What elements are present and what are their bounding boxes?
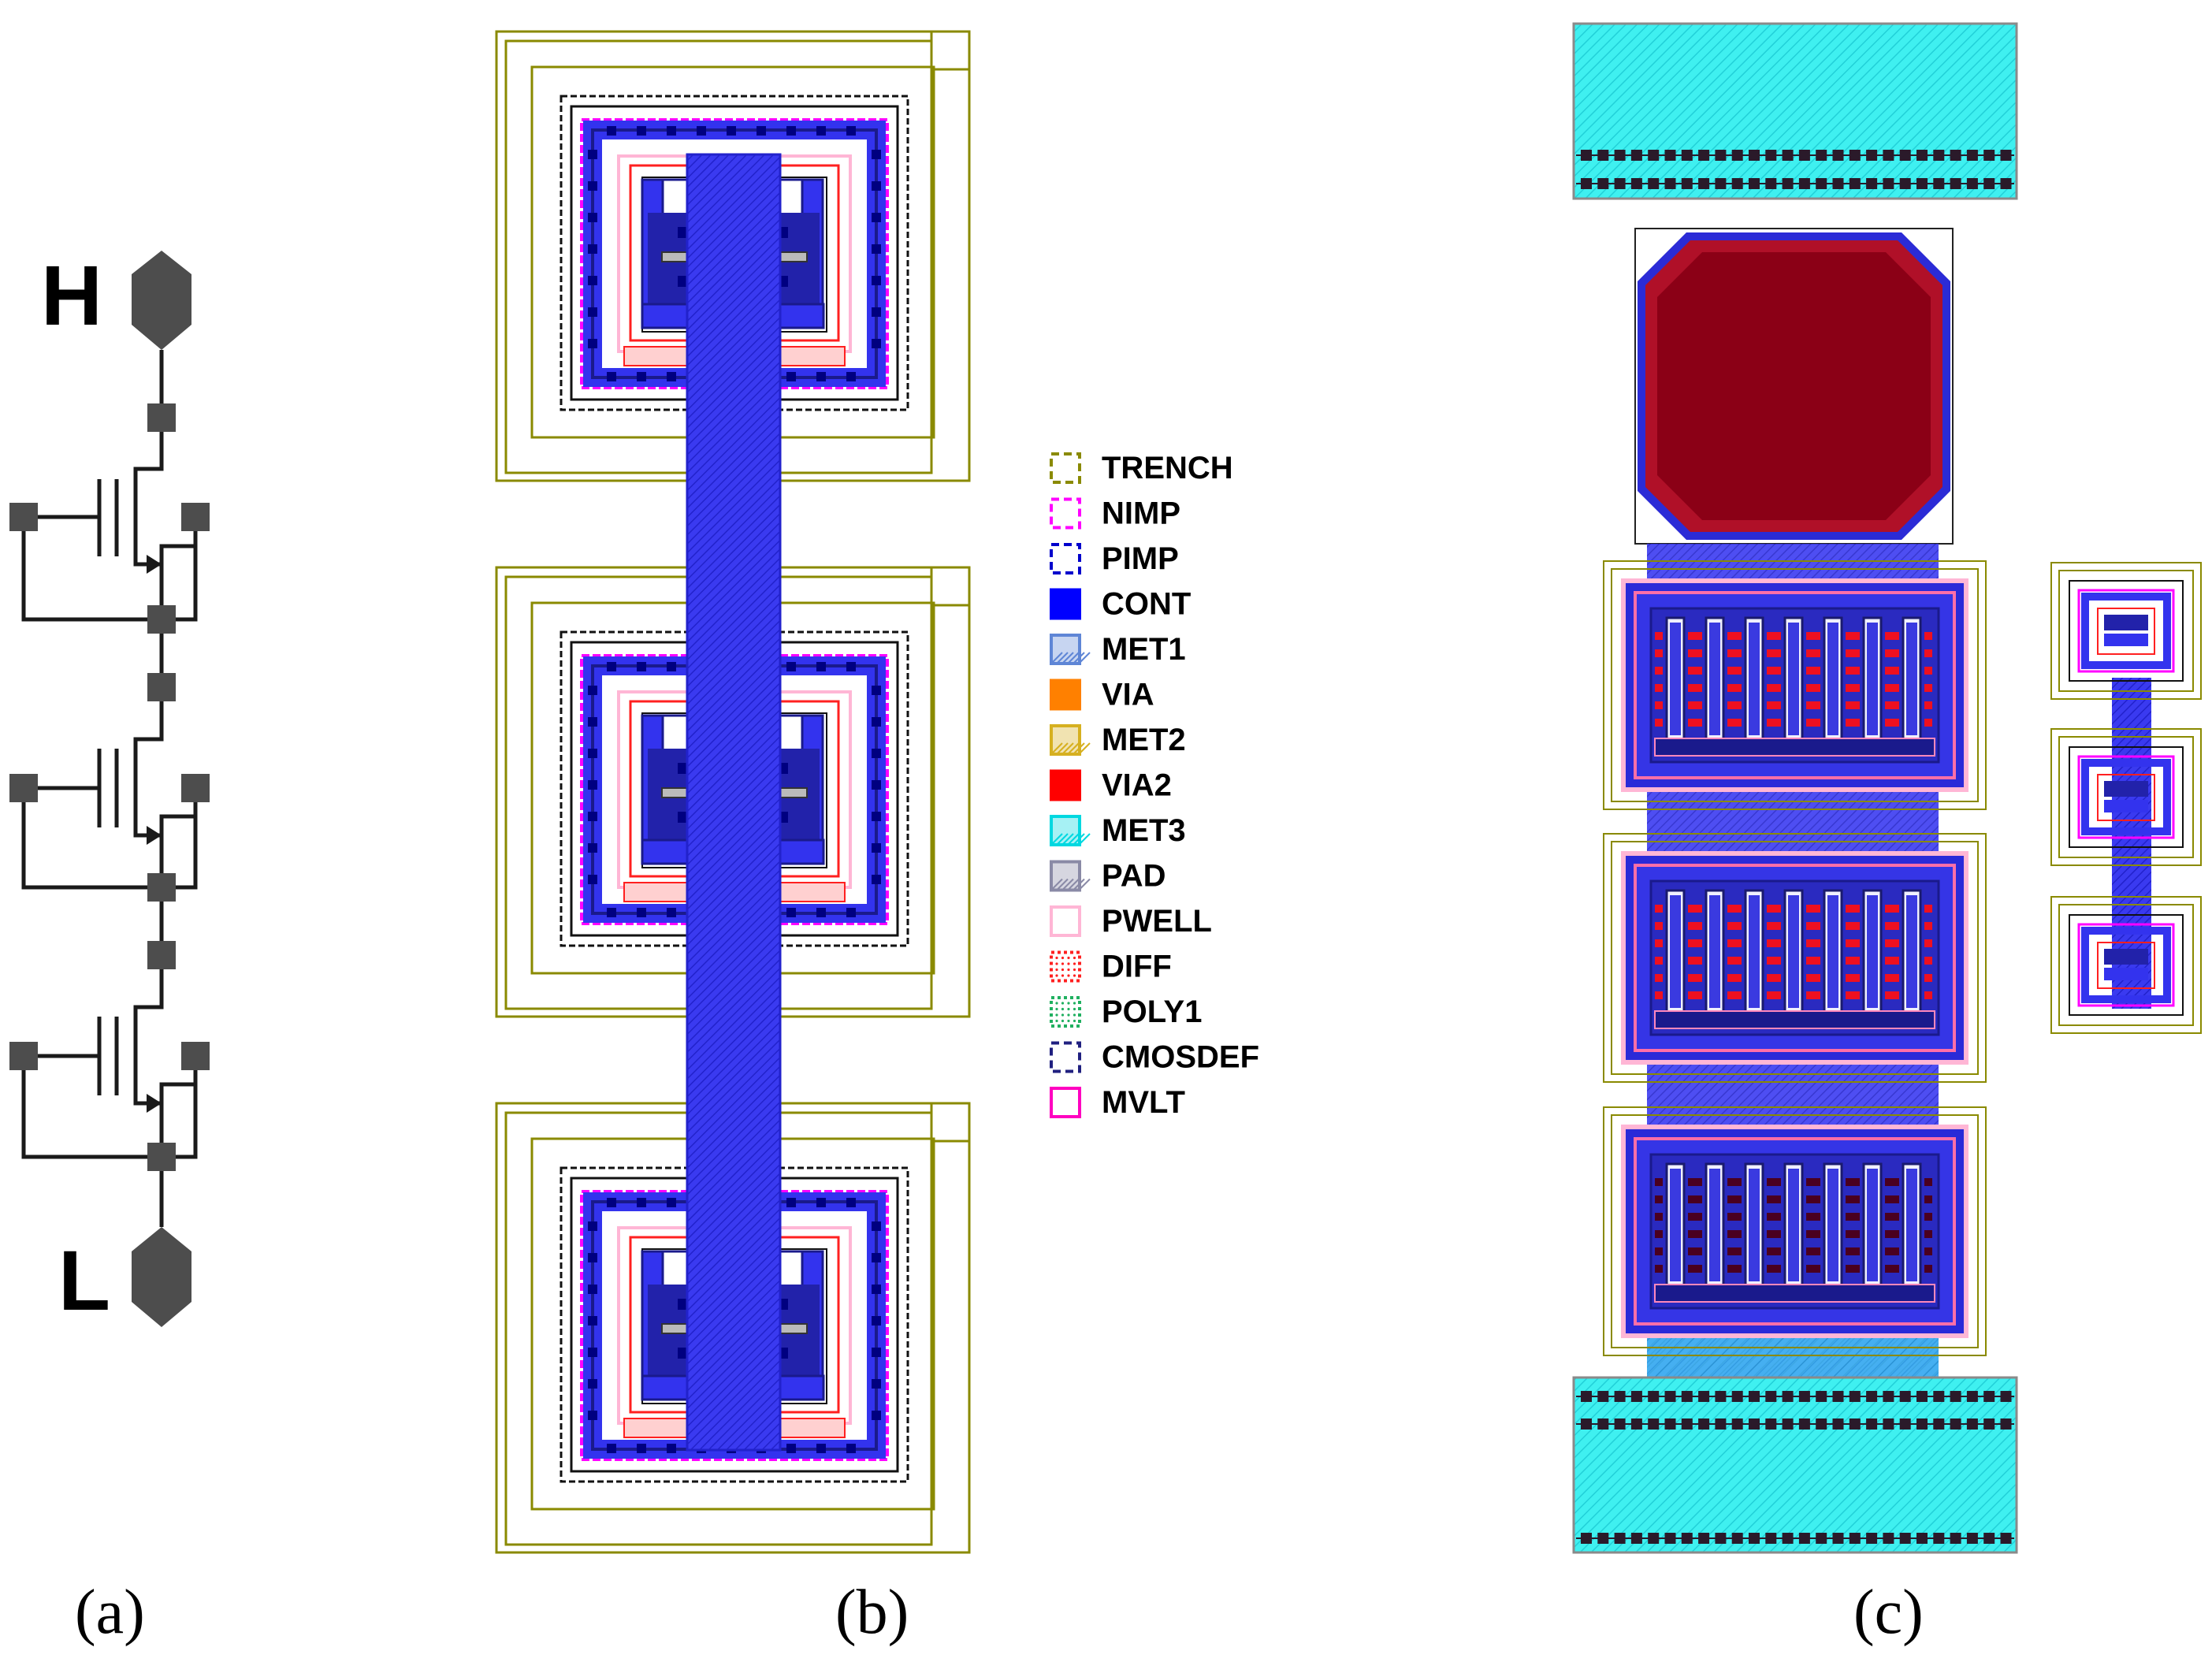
schematic-nodes (9, 403, 210, 1171)
schematic-wires (21, 350, 198, 1227)
legend-item: NIMP (1050, 496, 1180, 531)
legend-label: NIMP (1102, 496, 1180, 531)
legend-label: TRENCH (1102, 451, 1233, 485)
legend-item: VIA2 (1050, 768, 1172, 803)
met3-bottom-contact-rows (1576, 1391, 2014, 1544)
legend-label: DIFF (1102, 950, 1172, 984)
layout-c-cell (1603, 1106, 1987, 1356)
legend-swatch (1050, 452, 1081, 484)
legend-label: CONT (1102, 587, 1191, 622)
layout-c-small-cell (2050, 562, 2202, 700)
legend-item: MET3 (1050, 813, 1186, 848)
layout-c-cells (1603, 560, 1987, 1356)
legend-label: MVLT (1102, 1085, 1185, 1120)
legend-item: PAD (1050, 859, 1165, 894)
legend-label: MET3 (1102, 813, 1186, 848)
legend-item: MET1 (1050, 632, 1186, 667)
legend-label: VIA2 (1102, 768, 1172, 803)
legend-item: PIMP (1050, 541, 1179, 576)
legend-label: POLY1 (1102, 995, 1202, 1029)
layout-c (1572, 22, 2202, 1554)
schematic-arrows (147, 555, 162, 1113)
legend-label: PIMP (1102, 541, 1179, 576)
met3-top-contact-rows (1576, 150, 2014, 189)
legend-swatch (1050, 1087, 1081, 1118)
caption-b: (b) (835, 1578, 909, 1647)
met3-bar-bottom (1572, 1376, 2018, 1554)
layout-c-small-cell (2050, 896, 2202, 1034)
layout-c-cell (1603, 833, 1987, 1083)
layout-c-small-cell (2050, 728, 2202, 866)
legend-item: PWELL (1050, 904, 1212, 939)
layout-b (495, 30, 971, 1554)
legend-item: CONT (1050, 587, 1191, 622)
pad-core (1657, 252, 1931, 520)
legend-item: MET2 (1050, 723, 1186, 757)
layout-b-metal-strip (686, 153, 782, 1452)
terminal-high-label: H (41, 247, 102, 343)
legend-label: CMOSDEF (1102, 1040, 1259, 1075)
terminal-low-label: L (58, 1233, 110, 1328)
legend-label: PAD (1102, 859, 1165, 894)
legend-swatch (1050, 905, 1081, 937)
caption-a: (a) (75, 1578, 145, 1647)
legend-swatch (1050, 497, 1081, 530)
legend-swatch (1050, 543, 1081, 574)
legend-swatch (1050, 679, 1081, 711)
legend-label: MET2 (1102, 723, 1186, 757)
legend-item: POLY1 (1050, 995, 1202, 1029)
met3-bar-top (1572, 22, 2018, 200)
legend-item: CMOSDEF (1050, 1040, 1259, 1075)
terminal-high-pad (132, 251, 191, 350)
legend-swatch (1050, 769, 1081, 801)
legend-swatch (1050, 1041, 1081, 1073)
schematic: H L (9, 247, 210, 1328)
caption-c: (c) (1853, 1578, 1924, 1647)
terminal-low-pad (132, 1227, 191, 1327)
layout-c-cell (1603, 560, 1987, 810)
legend-label: PWELL (1102, 904, 1212, 939)
legend-item: VIA (1050, 678, 1154, 712)
legend-item: DIFF (1050, 950, 1172, 984)
layout-c-small-stack (2050, 562, 2202, 1034)
legend-swatch (1050, 588, 1081, 620)
legend-item: TRENCH (1050, 451, 1233, 485)
legend-label: MET1 (1102, 632, 1186, 667)
legend-item: MVLT (1050, 1085, 1185, 1120)
legend-label: VIA (1102, 678, 1154, 712)
